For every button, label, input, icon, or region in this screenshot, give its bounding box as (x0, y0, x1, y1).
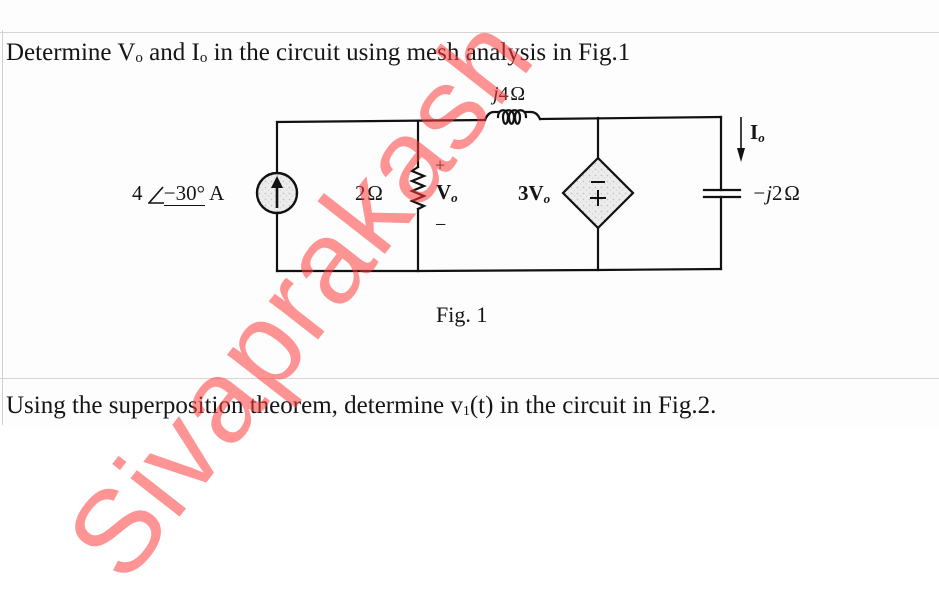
circuit-diagram-fig1 (255, 109, 745, 273)
wire-top-left (275, 118, 487, 124)
inductor-icon (483, 109, 542, 125)
vo-plus-sign: + (435, 155, 445, 176)
depsrc-symbol: V (528, 181, 544, 205)
vo-symbol: V (436, 180, 452, 204)
wire-bottom (275, 267, 723, 273)
io-sub: o (758, 130, 765, 145)
q2-sub: 1 (462, 404, 470, 419)
depsrc-sub: o (543, 191, 551, 206)
current-source-icon (255, 171, 299, 215)
cs-magnitude: 4 (132, 181, 143, 205)
q1-suffix: in the circuit using mesh analysis in Fi… (207, 39, 631, 66)
inductor-j: j (493, 83, 499, 105)
left-border (2, 30, 3, 425)
cs-angle: −30° (163, 181, 205, 206)
dependent-voltage-source-icon (561, 156, 635, 230)
question-divider (0, 378, 939, 379)
vo-plus: + (435, 155, 446, 175)
capacitor-label: −j2 Ω (752, 181, 800, 206)
q1-var-v: V (117, 39, 136, 66)
current-source-label: 4 −30° A (132, 181, 224, 206)
capacitor-j: −j (752, 181, 773, 205)
dependent-source-label: 3Vo (518, 181, 550, 207)
inductor-label: j4 Ω (493, 83, 525, 106)
resistor-unit: Ω (367, 181, 383, 205)
q1-var-i: I (191, 39, 200, 66)
io-label: Io (750, 120, 765, 146)
q1-var-v-sub: o (135, 50, 143, 66)
resistor-icon (409, 165, 427, 211)
cs-unit: A (209, 181, 225, 205)
resistor-label: 2 Ω (355, 181, 383, 206)
q1-mid: and (142, 39, 192, 66)
wire-top-right (538, 115, 723, 121)
capacitor-unit: Ω (784, 181, 800, 205)
vo-minus: − (435, 214, 447, 236)
depsrc-coef: 3 (518, 181, 529, 205)
inductor-value: 4 (498, 83, 509, 105)
vo-minus-sign: − (435, 214, 446, 237)
q2-prefix: Using the superposition theorem, determi… (6, 392, 463, 419)
q1-prefix: Determine (6, 39, 118, 66)
current-direction-arrow-icon (737, 117, 745, 162)
io-symbol: I (750, 120, 759, 144)
vo-sub: o (451, 190, 458, 205)
vo-label: Vo (436, 180, 458, 206)
inductor-unit: Ω (510, 83, 526, 105)
capacitor-value: 2 (772, 181, 783, 205)
question-2-text: Using the superposition theorem, determi… (6, 392, 716, 420)
q1-var-i-sub: o (199, 50, 208, 66)
question-1-text: Determine Vo and Io in the circuit using… (6, 39, 630, 67)
depsrc-plus-sign (590, 190, 606, 206)
top-divider (0, 32, 939, 33)
fig1-caption-text: Fig. 1 (436, 302, 488, 327)
figure-1-caption: Fig. 1 (436, 302, 487, 328)
q2-suffix: (t) in the circuit in Fig.2. (469, 392, 717, 419)
resistor-value: 2 (355, 181, 366, 205)
